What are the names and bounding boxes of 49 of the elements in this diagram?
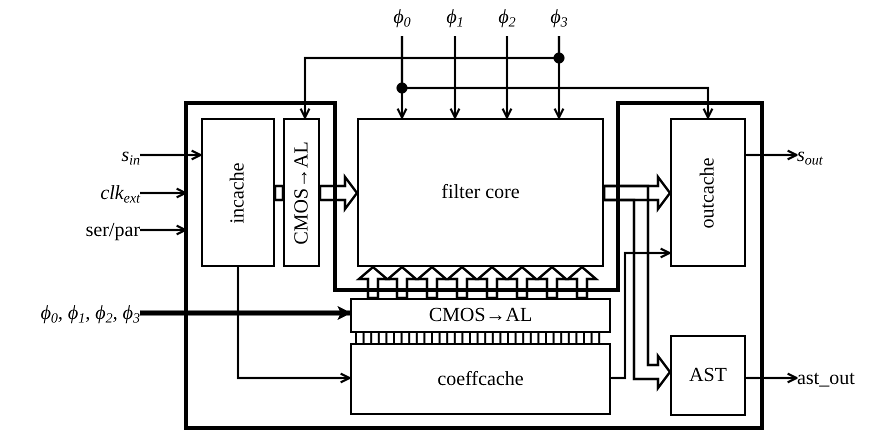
bus-arrow	[534, 265, 570, 300]
arrow	[450, 36, 460, 119]
block-label: CMOS→AL	[290, 140, 313, 244]
signal-label: ser/par	[30, 217, 140, 243]
bus-arrow	[356, 265, 390, 300]
signal-label: ϕ$_{0}$	[386, 4, 418, 36]
block-box	[350, 298, 611, 333]
bus-arrow	[444, 265, 480, 300]
arrow	[140, 188, 187, 198]
bus-arrow	[504, 265, 540, 300]
arrow	[236, 267, 351, 384]
arrow	[400, 36, 714, 119]
block-box	[283, 118, 320, 267]
block-box	[670, 335, 746, 416]
block-label: filter core	[441, 181, 520, 204]
bus-arrow	[564, 265, 600, 300]
arrow	[746, 372, 798, 384]
signal-label: clk$_{ext}$	[40, 180, 140, 208]
bus-arrow	[474, 265, 510, 300]
arrow	[140, 224, 187, 236]
signal-label: ϕ$_{3}$	[543, 4, 575, 36]
bus-arrow	[414, 265, 450, 300]
arrow	[611, 248, 671, 380]
signal-label: s$_{in}$	[70, 142, 140, 168]
bus-arrow	[384, 265, 420, 300]
block-label: coeffcache	[437, 368, 524, 390]
signal-label: ϕ$_{0}$, ϕ$_{1}$, ϕ$_{2}$, ϕ$_{3}$	[0, 300, 140, 326]
signal-label: ast_out	[797, 365, 892, 391]
signal-label: s$_{out}$	[797, 142, 857, 168]
block-box	[357, 118, 604, 267]
arrow	[140, 306, 351, 320]
arrow	[502, 36, 512, 119]
arrow	[300, 36, 560, 119]
signal-label: ϕ$_{1}$	[439, 4, 471, 36]
chip-outline	[184, 101, 764, 430]
signal-label: ϕ$_{2}$	[491, 4, 523, 36]
block-label: incache	[226, 162, 250, 224]
block-label: CMOS→AL	[428, 304, 532, 327]
block-box	[670, 118, 746, 267]
block-box	[350, 343, 611, 415]
block-label: outcache	[696, 156, 720, 228]
bus-arrow	[602, 184, 672, 392]
arrow	[140, 150, 202, 160]
block-label: AST	[689, 364, 727, 387]
bus-connector	[274, 184, 284, 202]
block-box	[201, 118, 275, 267]
arrow	[746, 150, 798, 160]
bus-arrow	[318, 173, 359, 213]
bus-connector	[355, 332, 600, 344]
